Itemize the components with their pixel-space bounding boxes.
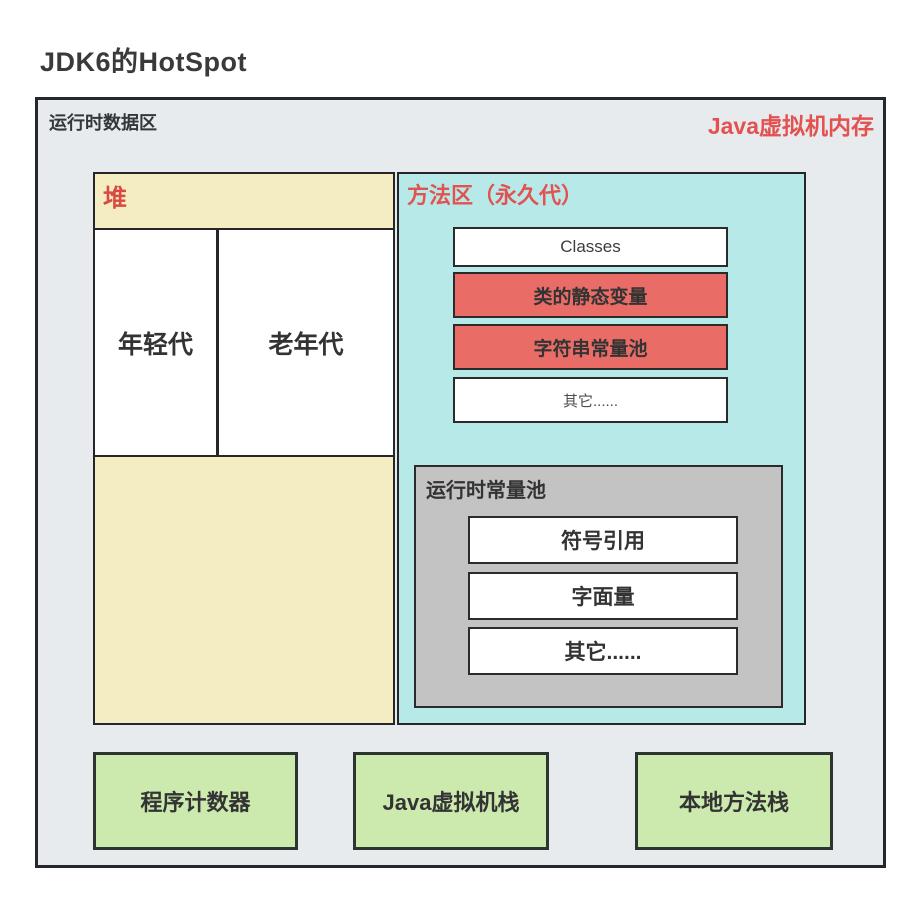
page-title: JDK6的HotSpot — [40, 47, 247, 77]
young-generation-box: 年轻代 — [95, 230, 219, 455]
jvm-stack-box: Java虚拟机栈 — [353, 752, 549, 850]
symbolic-reference-box: 符号引用 — [468, 516, 738, 564]
runtime-constant-pool-title: 运行时常量池 — [426, 480, 546, 502]
heap-region: 堆 年轻代 老年代 — [93, 172, 395, 725]
method-area-region: 方法区（永久代） Classes 类的静态变量 字符串常量池 其它...... … — [397, 172, 806, 725]
literal-box: 字面量 — [468, 572, 738, 620]
classes-box: Classes — [453, 227, 728, 267]
method-area-other-box: 其它...... — [453, 377, 728, 423]
runtime-data-area-label: 运行时数据区 — [49, 113, 157, 133]
heap-generations: 年轻代 老年代 — [93, 228, 395, 457]
old-generation-box: 老年代 — [219, 230, 393, 455]
string-constant-pool-box: 字符串常量池 — [453, 324, 728, 370]
heap-title: 堆 — [103, 185, 127, 212]
jvm-memory-label: Java虚拟机内存 — [707, 113, 874, 139]
native-method-stack-box: 本地方法栈 — [635, 752, 833, 850]
static-variables-box: 类的静态变量 — [453, 272, 728, 318]
runtime-constant-pool-region: 运行时常量池 符号引用 字面量 其它...... — [414, 465, 783, 708]
method-area-title: 方法区（永久代） — [407, 183, 584, 208]
pool-other-box: 其它...... — [468, 627, 738, 675]
program-counter-box: 程序计数器 — [93, 752, 298, 850]
runtime-data-area: 运行时数据区 Java虚拟机内存 堆 年轻代 老年代 方法区（永久代） Clas… — [35, 97, 886, 868]
